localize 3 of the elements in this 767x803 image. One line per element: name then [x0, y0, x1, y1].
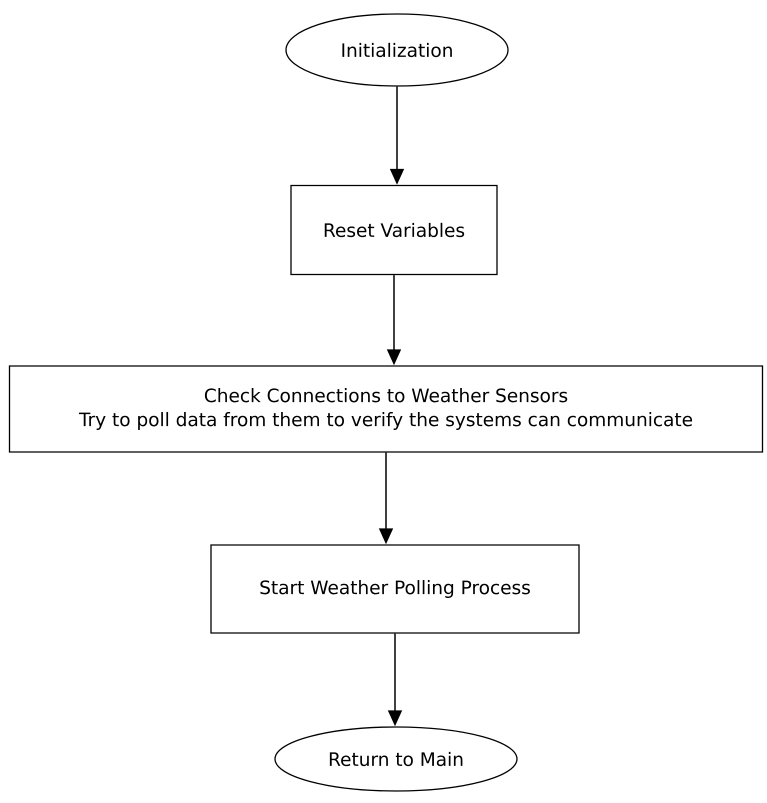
process-box: Reset Variables [290, 184, 498, 276]
process-box: Start Weather Polling Process [210, 544, 580, 634]
process-box: Check Connections to Weather Sensors Try to poll data from them to verify the systems can communicate [8, 365, 764, 453]
